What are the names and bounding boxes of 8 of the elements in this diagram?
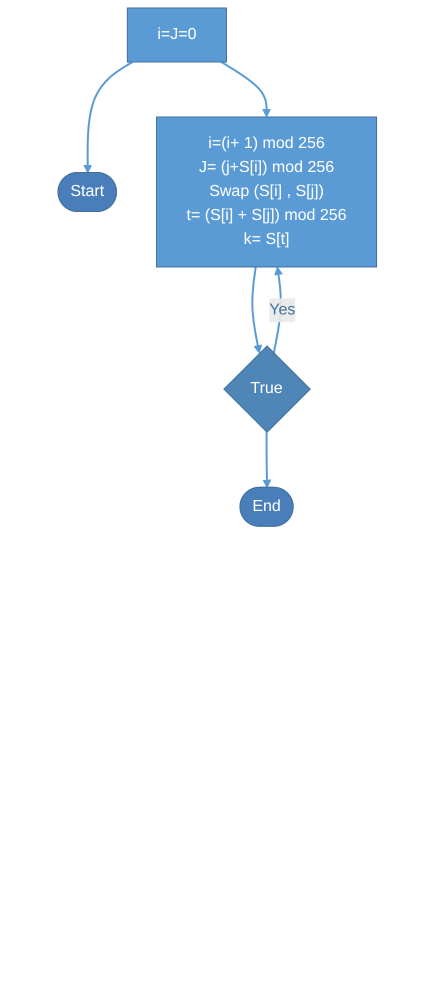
arrow — [262, 432, 272, 488]
node-box: i=J=0 — [127, 8, 228, 62]
arrow — [221, 61, 272, 118]
node-box: i=(i+ 1) mod 256 J= (j+S[i]) mod 256 Swap (S[i] , S[j]) t= (S[i] + S[j]) mod 256 k= S[t] — [156, 116, 378, 268]
arrow — [84, 61, 134, 174]
edge-label: Yes — [269, 301, 296, 318]
node-diamond: True — [223, 345, 312, 433]
arrow — [252, 266, 262, 354]
